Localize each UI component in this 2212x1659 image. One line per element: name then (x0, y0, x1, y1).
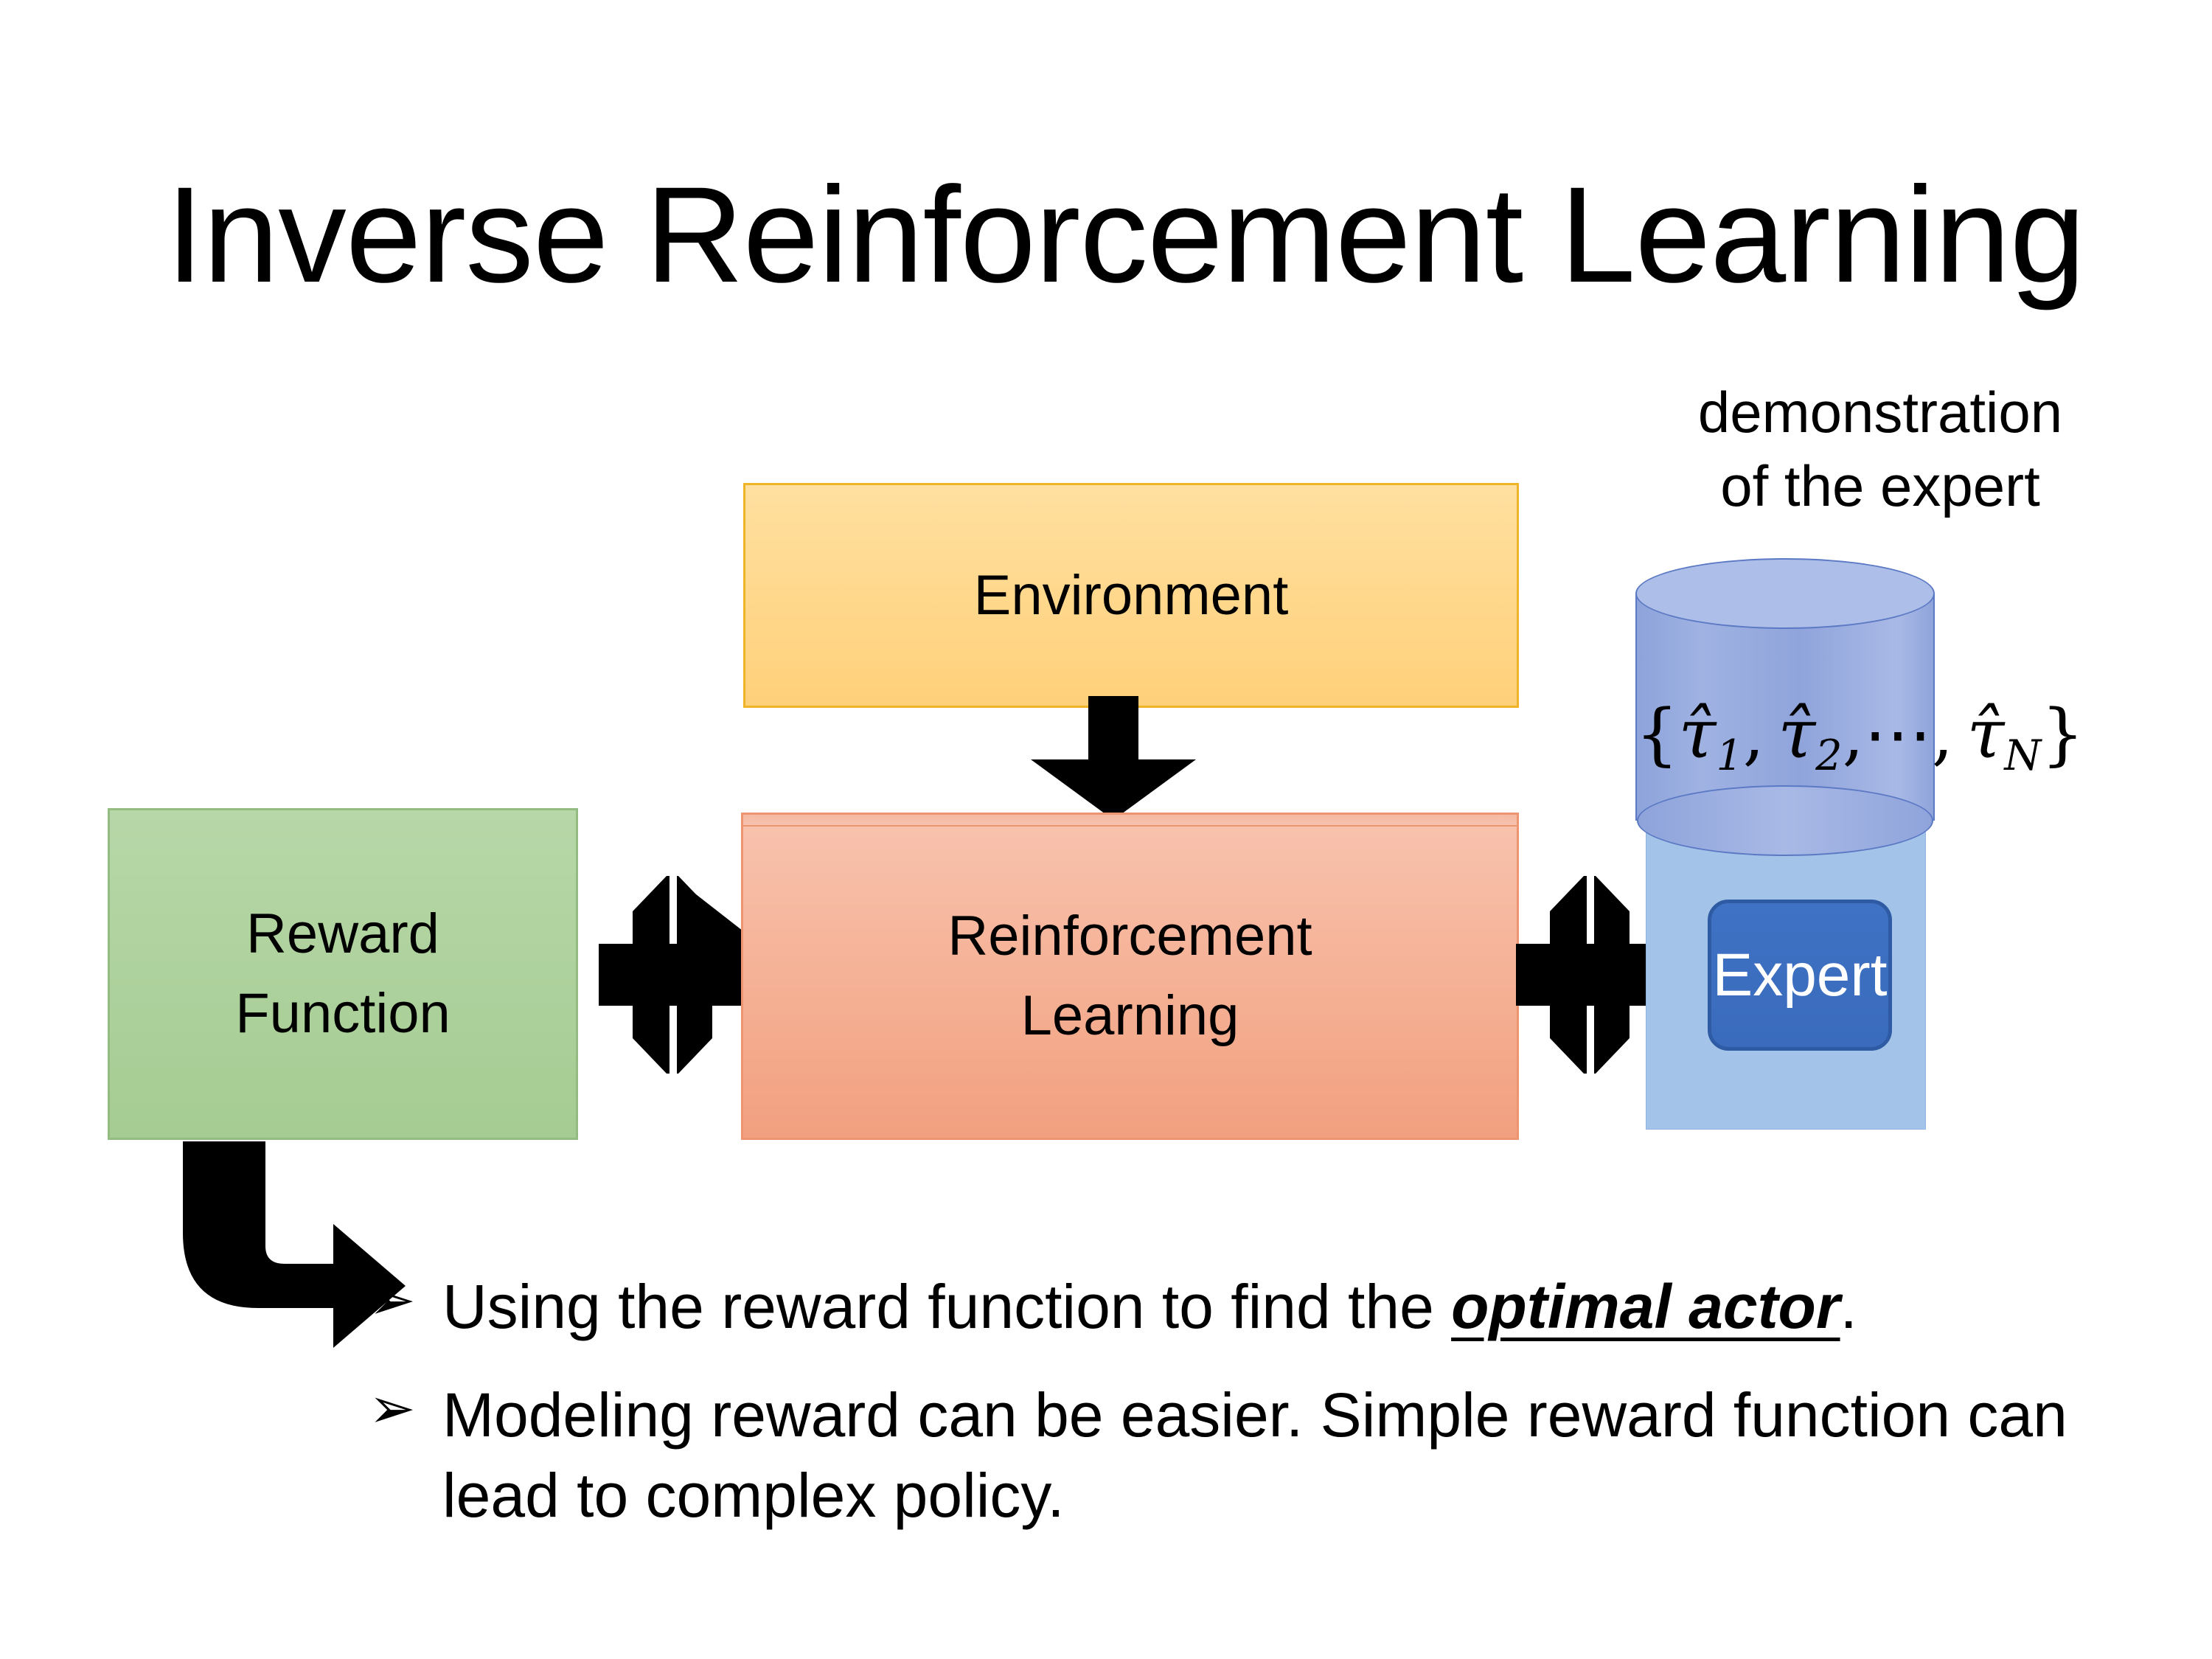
tau-2-subscript: 2 (1815, 731, 1843, 781)
four-way-arrow-icon-left (599, 876, 746, 1074)
reinforcement-learning-box[interactable]: Reinforcement Learning (741, 813, 1519, 1140)
bullet-marker-icon: ➢ (369, 1377, 416, 1441)
reward-function-label: Reward Function (235, 894, 451, 1054)
reward-label-line2: Function (235, 982, 451, 1045)
bullet-1-text: Using the reward function to find the op… (442, 1272, 1857, 1341)
rl-label-line2: Learning (1020, 984, 1239, 1047)
comma-3: , (1931, 695, 1954, 773)
rl-label-line1: Reinforcement (947, 905, 1312, 968)
bullet-marker-icon: ➢ (369, 1269, 416, 1332)
tau-2: τ̂ (1778, 695, 1816, 773)
environment-box[interactable]: Environment (743, 483, 1519, 708)
environment-label: Environment (973, 563, 1289, 627)
list-item: ➢ Using the reward function to find the … (369, 1267, 2101, 1347)
comma-2: , (1842, 695, 1864, 773)
trajectory-set-label: {τ̂1, τ̂2,⋯, τ̂N} (1635, 695, 2084, 781)
demo-caption-line1: demonstration (1697, 380, 2063, 445)
tau-n: τ̂ (1966, 695, 2005, 773)
list-item: ➢ Modeling reward can be easier. Simple … (369, 1375, 2101, 1536)
demonstration-caption: demonstration of the expert (1622, 376, 2138, 524)
open-brace: { (1635, 695, 1679, 773)
bullet-1-emphasis: optimal actor (1451, 1272, 1840, 1341)
ellipsis: ⋯ (1863, 695, 1932, 773)
elbow-arrow-down-right-icon (183, 1141, 406, 1348)
comma-1: , (1742, 695, 1764, 773)
reinforcement-learning-label: Reinforcement Learning (947, 897, 1312, 1056)
expert-button[interactable]: Expert (1708, 900, 1892, 1051)
tau-1: τ̂ (1678, 695, 1717, 773)
cylinder-top-ellipse (1635, 558, 1935, 629)
cylinder-bottom-ellipse (1637, 785, 1933, 856)
cylinder-body (1635, 594, 1935, 856)
trajectory-cylinder-icon: {τ̂1, τ̂2,⋯, τ̂N} (1635, 558, 2084, 856)
reward-function-box[interactable]: Reward Function (108, 808, 578, 1140)
demo-caption-line2: of the expert (1720, 453, 2040, 518)
down-arrow-icon (1031, 696, 1196, 820)
four-way-arrow-icon-right (1516, 876, 1663, 1074)
tau-n-subscript: N (2004, 731, 2042, 781)
rl-box-top-stripe (743, 815, 1517, 827)
bullet-list: ➢ Using the reward function to find the … (369, 1267, 2101, 1565)
expert-label: Expert (1712, 941, 1888, 1009)
close-brace: } (2041, 695, 2084, 773)
bullet-2-text: Modeling reward can be easier. Simple re… (442, 1380, 2067, 1531)
bullet-1-after: . (1840, 1272, 1857, 1341)
tau-1-subscript: 1 (1716, 731, 1743, 781)
reward-label-line1: Reward (246, 902, 439, 966)
bullet-1-before: Using the reward function to find the (442, 1272, 1452, 1341)
page-title: Inverse Reinforcement Learning (166, 159, 2086, 311)
